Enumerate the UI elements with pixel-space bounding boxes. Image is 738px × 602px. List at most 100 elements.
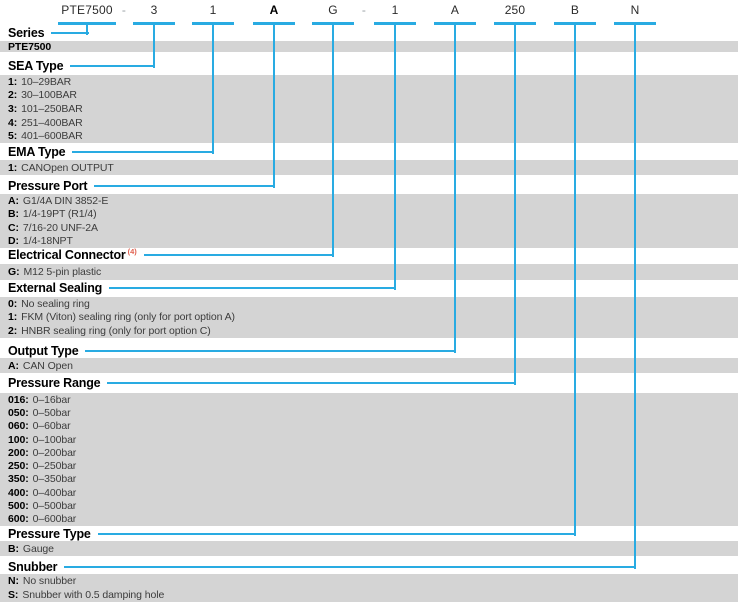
code-underline xyxy=(312,22,354,25)
option-row: 2:30–100BAR xyxy=(0,89,738,103)
section-title: Snubber xyxy=(8,560,58,574)
code-segment: 3 xyxy=(150,3,158,17)
option-row: 050:0–50bar xyxy=(0,406,738,419)
connector-line xyxy=(86,24,88,35)
section-title: Electrical Connector xyxy=(8,248,126,262)
section-header: SEA Type xyxy=(8,59,154,73)
option-desc: HNBR sealing ring (only for port option … xyxy=(21,325,211,338)
code-segment: A xyxy=(269,3,279,17)
section-header: Pressure Port xyxy=(8,179,274,193)
option-desc: 0–250bar xyxy=(32,460,77,473)
section-leader-line xyxy=(72,151,213,153)
option-row: 400:0–400bar xyxy=(0,486,738,499)
connector-line xyxy=(153,24,155,68)
connector-line xyxy=(634,24,636,569)
option-desc: 251–400BAR xyxy=(21,116,83,129)
option-desc: CAN Open xyxy=(22,359,73,372)
option-key: G: xyxy=(8,266,20,278)
option-row: D:1/4-18NPT xyxy=(0,235,738,249)
option-key: C: xyxy=(8,221,19,234)
section-leader-line xyxy=(51,32,89,34)
connector-line xyxy=(394,24,396,290)
code-separator: - xyxy=(121,3,127,17)
option-row: 5:401–600BAR xyxy=(0,129,738,143)
code-segment: 250 xyxy=(504,3,526,17)
section-title: Pressure Port xyxy=(8,179,88,193)
section-header: Snubber xyxy=(8,560,635,574)
option-key: D: xyxy=(8,235,19,248)
option-desc: 0–600bar xyxy=(32,513,77,526)
code-underline xyxy=(253,22,295,25)
option-row: A:CAN Open xyxy=(0,358,738,373)
option-key: A: xyxy=(8,359,19,372)
option-key: 5: xyxy=(8,130,18,143)
code-segment: 1 xyxy=(209,3,217,17)
option-key: 050: xyxy=(8,406,29,419)
option-row: 1:CANOpen OUTPUT xyxy=(0,160,738,175)
option-desc: No snubber xyxy=(22,575,77,587)
option-desc: 0–400bar xyxy=(32,486,77,499)
section-header: EMA Type xyxy=(8,145,213,159)
option-row: 0:No sealing ring xyxy=(0,297,738,311)
code-segment: B xyxy=(570,3,580,17)
option-desc: G1/4A DIN 3852-E xyxy=(22,194,109,207)
option-key: 1: xyxy=(8,161,18,174)
option-key: 0: xyxy=(8,297,18,310)
option-desc: Snubber with 0.5 damping hole xyxy=(22,589,165,601)
option-desc: 101–250BAR xyxy=(21,102,83,115)
section-leader-line xyxy=(143,254,333,256)
option-key: 400: xyxy=(8,486,29,499)
code-segment: PTE7500 xyxy=(61,3,113,17)
section-title: Pressure Type xyxy=(8,527,91,541)
option-key: 350: xyxy=(8,473,29,486)
option-row: PTE7500 xyxy=(0,40,738,53)
option-key: B: xyxy=(8,542,19,555)
option-row: 016:0–16bar xyxy=(0,393,738,406)
connector-line xyxy=(574,24,576,536)
option-key: 600: xyxy=(8,513,29,526)
connector-line xyxy=(514,24,516,385)
option-desc: 0–200bar xyxy=(32,446,77,459)
section-leader-line xyxy=(97,533,575,535)
option-key: PTE7500 xyxy=(8,40,52,53)
section-leader-line xyxy=(107,382,515,384)
option-row: 4:251–400BAR xyxy=(0,116,738,130)
option-row: 100:0–100bar xyxy=(0,433,738,446)
option-row: 500:0–500bar xyxy=(0,499,738,512)
connector-line xyxy=(212,24,214,154)
option-row: B:1/4-19PT (R1/4) xyxy=(0,208,738,222)
option-desc: CANOpen OUTPUT xyxy=(21,161,114,174)
connector-line xyxy=(332,24,334,257)
section-title: Pressure Range xyxy=(8,376,101,390)
code-underline xyxy=(133,22,175,25)
option-desc: 0–350bar xyxy=(32,473,77,486)
option-desc: 0–500bar xyxy=(32,500,77,513)
option-row: 3:101–250BAR xyxy=(0,102,738,116)
option-key: 250: xyxy=(8,460,29,473)
section-title: SEA Type xyxy=(8,59,64,73)
option-key: 2: xyxy=(8,325,18,338)
section-header: Electrical Connector(4) xyxy=(8,246,333,262)
section-header: Pressure Type xyxy=(8,527,575,541)
option-key: 060: xyxy=(8,420,29,433)
option-key: B: xyxy=(8,208,19,221)
option-row: A:G1/4A DIN 3852-E xyxy=(0,194,738,208)
code-underline xyxy=(614,22,656,25)
footnote-ref: (4) xyxy=(127,246,137,256)
option-row: C:7/16-20 UNF-2A xyxy=(0,221,738,235)
section-header: Pressure Range xyxy=(8,376,515,390)
section-title: External Sealing xyxy=(8,281,103,295)
option-row: 060:0–60bar xyxy=(0,420,738,433)
code-segment: 1 xyxy=(391,3,399,17)
option-desc: M12 5-pin plastic xyxy=(23,266,102,278)
option-row: 2:HNBR sealing ring (only for port optio… xyxy=(0,324,738,338)
option-row: 350:0–350bar xyxy=(0,473,738,486)
code-separator: - xyxy=(361,3,367,17)
code-underline xyxy=(374,22,416,25)
connector-line xyxy=(454,24,456,353)
option-key: 016: xyxy=(8,393,29,406)
